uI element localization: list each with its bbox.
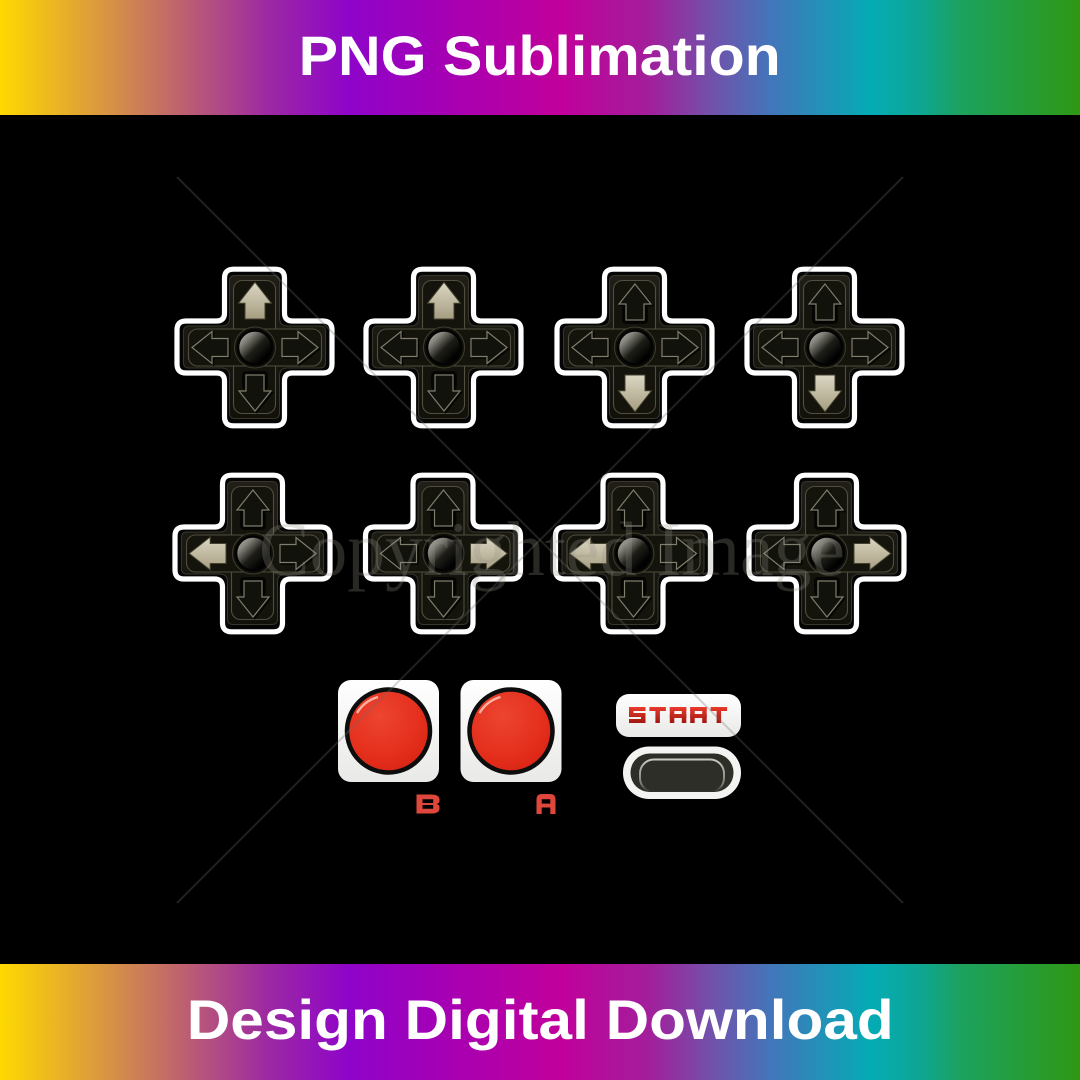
svg-text:Copyrighted Image: Copyrighted Image bbox=[259, 506, 845, 592]
